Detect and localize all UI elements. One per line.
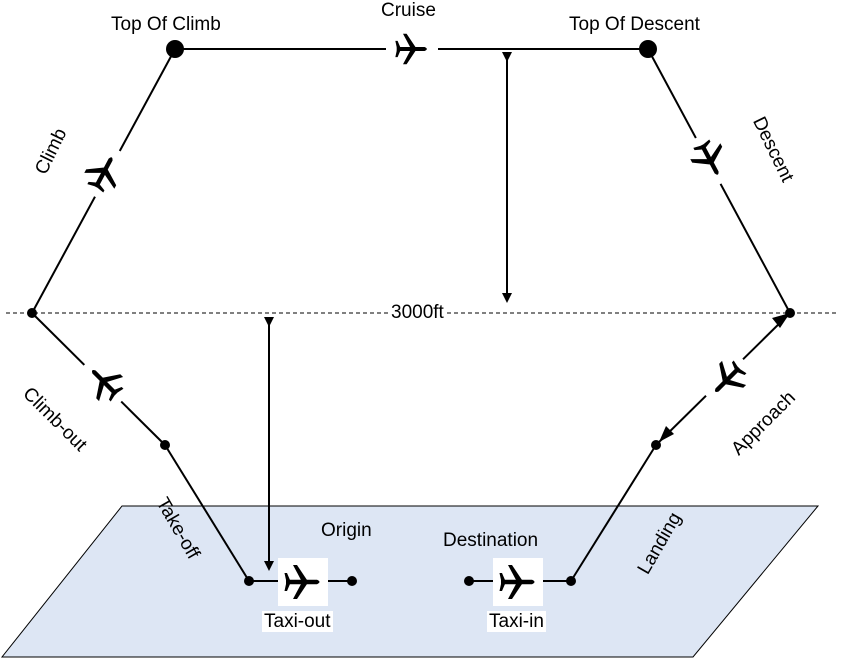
taxi-in-airplane-icon	[493, 558, 543, 606]
taxi-out-airplane-icon	[278, 558, 328, 606]
taxi-in-label: Taxi-in	[487, 611, 546, 632]
top-of-descent-point	[639, 40, 657, 58]
approach-arrowhead-lower	[659, 426, 674, 442]
taxi-in-end-point	[464, 576, 474, 586]
cruise-label: Cruise	[381, 0, 436, 21]
take-off-segment	[164, 444, 250, 582]
altitude-label: 3000ft	[390, 302, 445, 323]
taxi-out-start-point	[347, 576, 357, 586]
approach-airplane-icon	[694, 347, 760, 413]
landing-end-point	[566, 576, 576, 586]
climb-airplane-icon	[74, 139, 134, 205]
approach-arrowhead-upper	[772, 313, 790, 328]
top-of-descent-label: Top Of Descent	[569, 14, 700, 35]
origin-label: Origin	[321, 520, 372, 541]
climb-out-airplane-icon	[71, 349, 137, 415]
top-of-climb-point	[166, 40, 184, 58]
top-of-climb-label: Top Of Climb	[111, 14, 221, 35]
descent-airplane-icon	[680, 127, 740, 193]
ground-plane	[0, 505, 820, 658]
destination-label: Destination	[443, 530, 539, 551]
climb-out-end-point	[160, 440, 170, 450]
take-off-start-point	[244, 576, 254, 586]
climb-start-point	[27, 308, 37, 318]
descent-end-point	[785, 308, 795, 318]
landing-segment	[570, 444, 657, 582]
taxi-out-label: Taxi-out	[262, 611, 333, 632]
cruise-airplane-icon	[386, 29, 438, 69]
approach-end-point	[651, 440, 661, 450]
